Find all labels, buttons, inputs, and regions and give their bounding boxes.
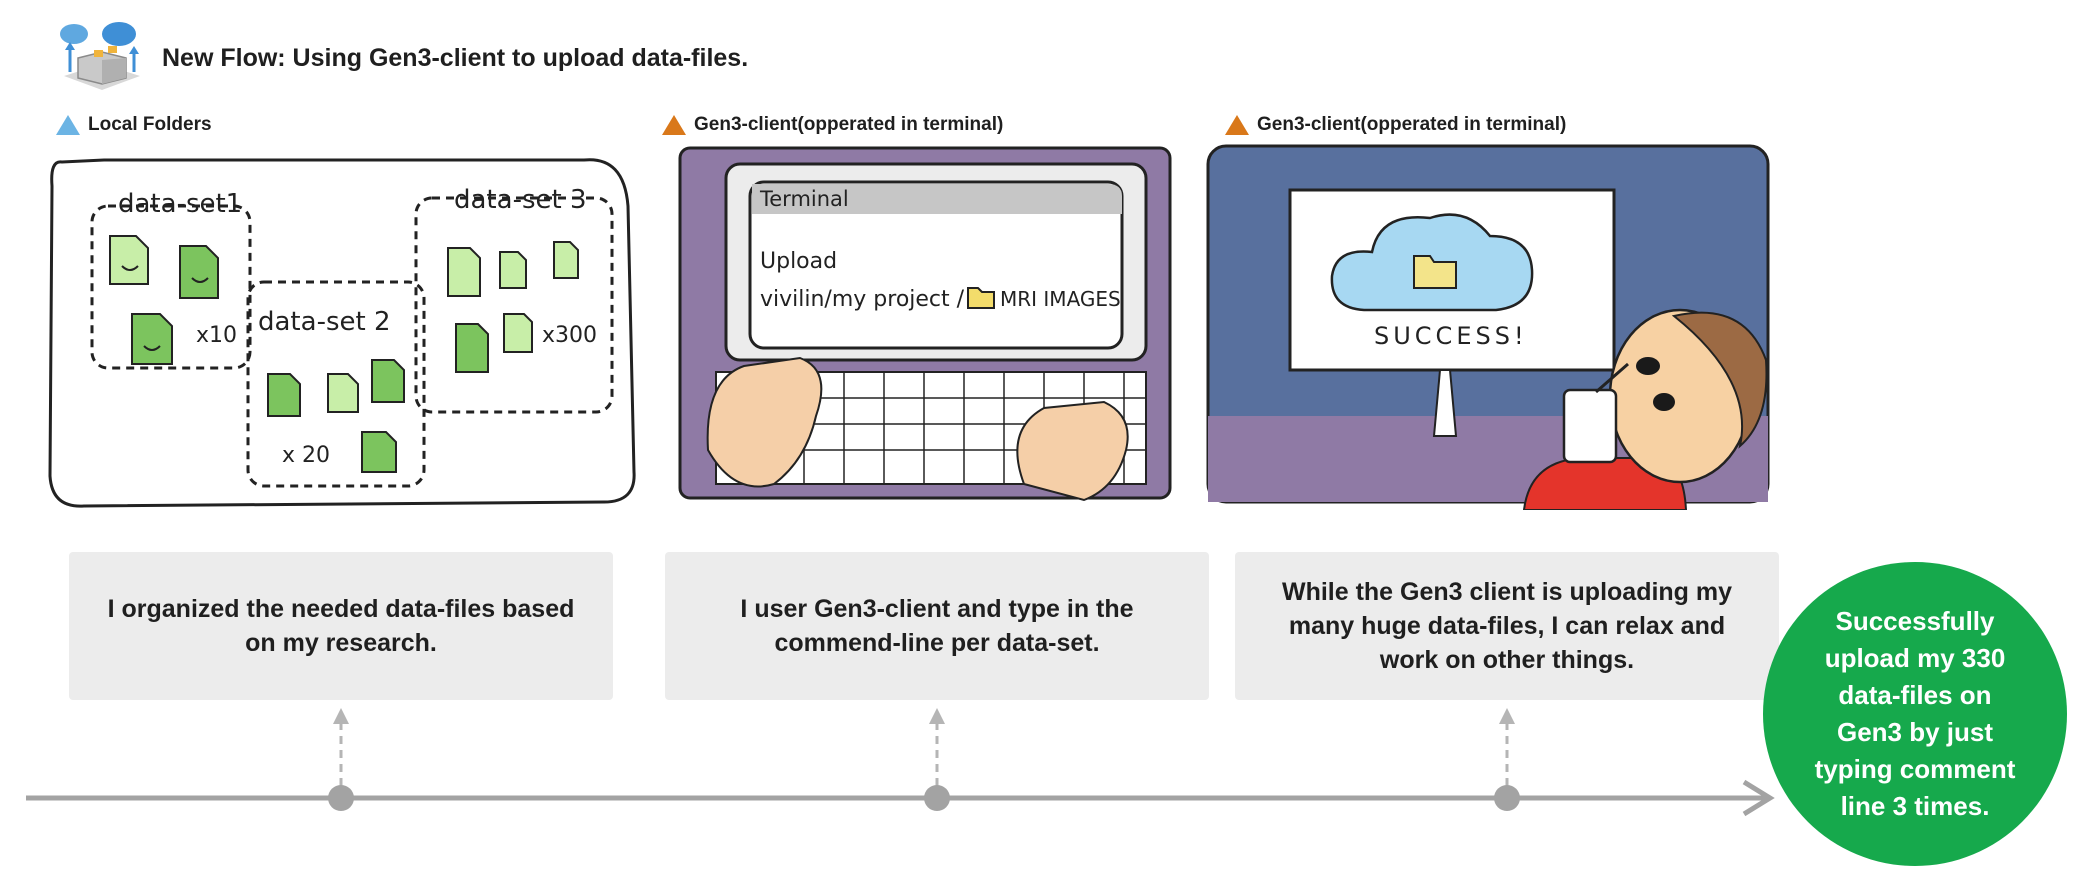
panel-3-label-text: Gen3-client(opperated in terminal): [1257, 114, 1567, 135]
data-file-icon: [109, 235, 219, 365]
terminal-line-upload: Upload: [760, 249, 837, 274]
terminal-line-folder: MRI IMAGES: [1000, 287, 1121, 311]
panel-2-label-text: Gen3-client(opperated in terminal): [694, 114, 1004, 135]
person-relaxing: [1522, 308, 1768, 511]
local-folders-illustration: data-set1 x10 data-set 2 x 20 data-set 3: [44, 146, 642, 516]
folder-data-set-2: [246, 280, 426, 488]
step-3-description: While the Gen3 client is uploading my ma…: [1235, 552, 1779, 700]
timeline-step-1-marker: [328, 708, 354, 811]
app-logo: [56, 20, 148, 98]
timeline: [26, 708, 1775, 817]
panel-3-label: Gen3-client(opperated in terminal): [1225, 114, 1566, 136]
folder-data-set-1: [90, 204, 252, 370]
cloud-folder-icon: [1330, 213, 1534, 312]
folder-icon: [967, 287, 995, 309]
page-title: New Flow: Using Gen3-client to upload da…: [162, 44, 749, 72]
folder-3-name: data-set 3: [454, 185, 587, 215]
timeline-step-3-marker: [1494, 708, 1520, 811]
panel-2-label: Gen3-client(opperated in terminal): [662, 114, 1003, 136]
panel-1-label: Local Folders: [56, 114, 212, 136]
data-file-icon: [267, 359, 405, 473]
success-text: SUCCESS!: [1374, 322, 1528, 350]
folder-1-count: x10: [196, 323, 237, 348]
folder-data-set-3: [414, 196, 614, 414]
triangle-marker-icon: [662, 115, 686, 135]
folder-1-name: data-set1: [118, 189, 242, 219]
folder-2-name: data-set 2: [258, 307, 391, 337]
relax-scene-illustration: SUCCESS!: [1204, 140, 1790, 511]
step-1-description: I organized the needed data-files based …: [69, 552, 613, 700]
triangle-marker-icon: [1225, 115, 1249, 135]
result-circle: Successfully upload my 330 data-files on…: [1763, 562, 2067, 866]
triangle-marker-icon: [56, 115, 80, 135]
laptop-terminal-illustration: Terminal Upload vivilin/my project / MRI…: [664, 140, 1178, 510]
terminal-line-path: vivilin/my project /: [760, 287, 965, 312]
terminal-window: [748, 180, 1124, 350]
cloud-upload-box-icon: [60, 22, 140, 90]
folder-3-count: x300: [542, 323, 597, 348]
folder-2-count: x 20: [282, 443, 330, 468]
timeline-step-2-marker: [924, 708, 950, 811]
panel-1-label-text: Local Folders: [88, 114, 212, 135]
data-file-icon: [447, 241, 579, 373]
timeline-arrowhead: [1742, 779, 1775, 817]
step-2-description: I user Gen3-client and type in the comme…: [665, 552, 1209, 700]
terminal-title: Terminal: [759, 187, 849, 211]
hands: [706, 356, 1129, 502]
